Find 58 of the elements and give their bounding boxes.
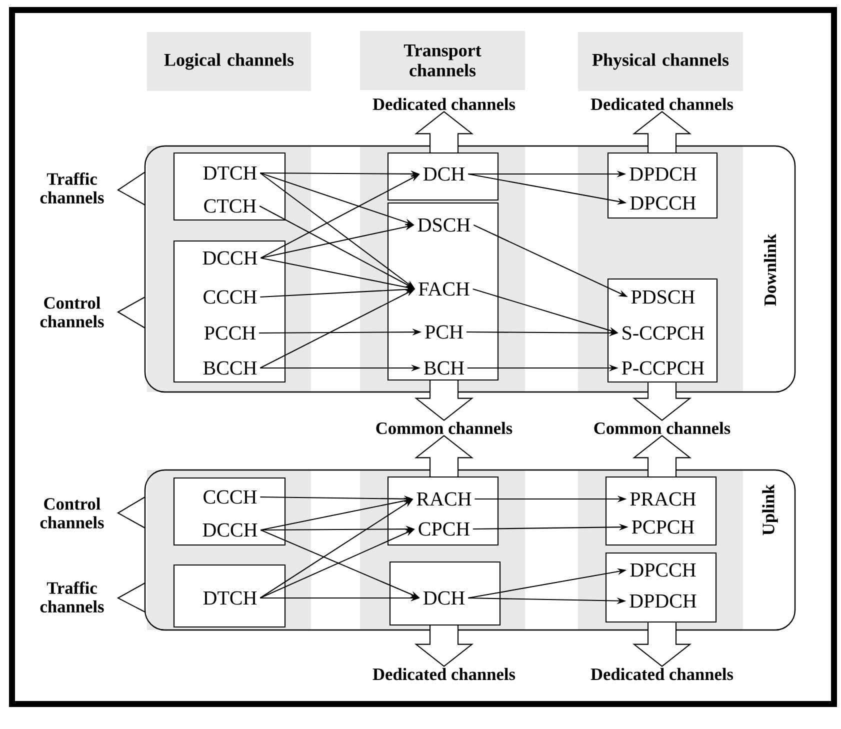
group-label: Control channels [40,498,104,528]
channel-group-box [389,561,501,626]
channel-group-box [173,564,286,628]
block-arrow [632,435,692,477]
column-header: Physical channels [578,32,743,91]
group-label: Traffic channels [40,172,104,204]
channel-group-box [173,152,286,221]
channel-group-box [173,477,286,546]
channel-name: CTCH [204,199,256,213]
channel-name: FACH [418,282,470,296]
block-arrow [632,111,692,153]
channel-name: CCCH [204,490,257,504]
channel-type-label: Common channels [376,422,512,434]
channel-name: PCPCH [632,520,694,534]
column-header: Transport channels [360,31,525,90]
channel-group-box [607,278,718,383]
channel-name: RACH [416,492,472,506]
group-label: Control channels [40,296,104,328]
block-arrow [414,625,474,667]
channel-name: PRACH [630,492,696,506]
channel-name: DPDCH [630,594,696,608]
channel-name: PCCH [204,326,256,340]
channel-name: CPCH [418,522,470,536]
channel-name: DTCH [203,166,257,180]
channel-type-label: Dedicated channels [372,98,516,110]
channel-type-label: Dedicated channels [372,668,516,680]
channel-group-box [387,476,499,546]
channel-name: DCCH [202,523,258,537]
block-arrow [632,622,692,667]
channel-name: CCCH [204,290,257,304]
channel-type-label: Dedicated channels [590,668,734,680]
column-header: Logical channels [147,32,311,91]
channel-name: PCH [425,325,463,339]
channel-group-box [173,240,286,383]
channel-name: P-CCPCH [622,361,704,375]
channel-name: BCCH [203,361,257,375]
channel-name: DPDCH [630,167,696,181]
block-arrow [632,382,692,421]
block-arrow [414,435,474,477]
channel-name: DCCH [202,251,258,265]
channel-group-box [607,152,718,219]
group-label: Traffic channels [40,581,104,613]
channel-group-box [605,476,717,546]
channel-name: DPCCH [630,196,696,210]
channel-name: DSCH [418,218,470,232]
channel-name: DPCCH [630,563,696,577]
channel-name: DCH [423,591,465,605]
block-arrow [414,111,474,153]
channel-name: DCH [423,167,465,181]
channel-name: PDSCH [631,290,695,304]
channel-type-label: Dedicated channels [590,98,734,110]
channel-group-box [605,552,717,623]
channel-name: BCH [424,361,464,375]
block-arrow [414,380,474,421]
channel-group-box [387,152,499,201]
channel-type-label: Common channels [594,422,730,434]
channel-name: DTCH [203,591,257,605]
channel-name: S-CCPCH [622,326,704,340]
